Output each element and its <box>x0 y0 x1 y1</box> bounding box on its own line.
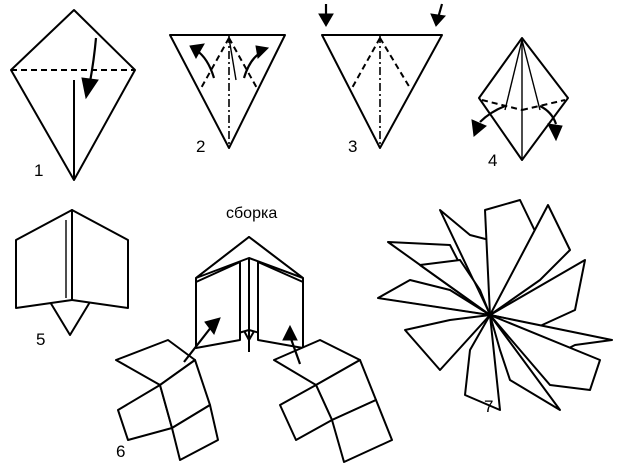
step-label-6: 6 <box>116 442 125 461</box>
step-6-figure <box>115 236 393 463</box>
step-label-2: 2 <box>196 137 205 156</box>
step-label-5: 5 <box>36 330 45 349</box>
step-label-4: 4 <box>488 151 497 170</box>
step-label-3: 3 <box>348 137 357 156</box>
step-2-figure <box>169 34 286 149</box>
step-3-figure <box>318 3 446 149</box>
step-label-1: 1 <box>34 161 43 180</box>
step-4-figure <box>471 37 569 161</box>
step-label-7: 7 <box>484 397 493 416</box>
step-7-figure <box>377 199 613 411</box>
assembly-caption: сборка <box>226 205 277 222</box>
step-1-figure <box>10 9 136 181</box>
step-5-figure <box>15 209 129 336</box>
